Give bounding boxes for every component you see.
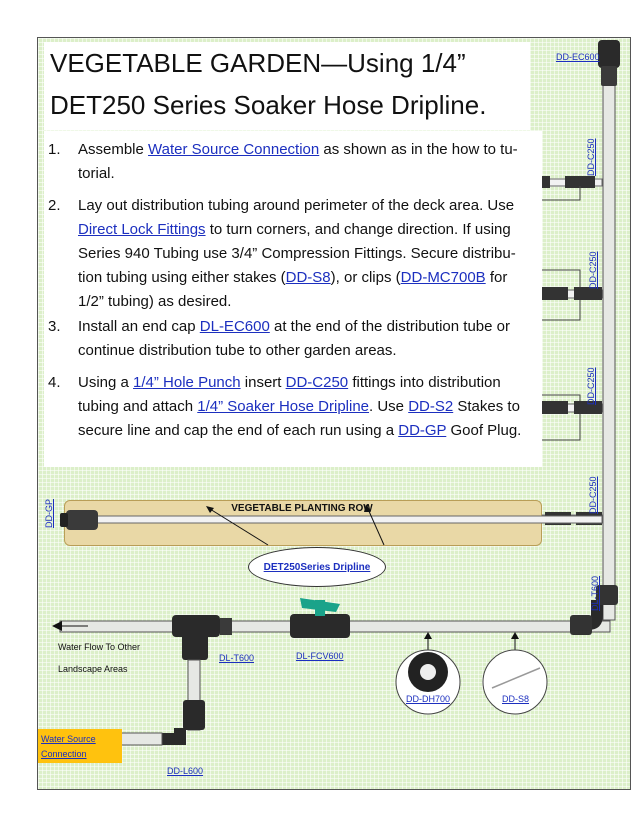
step-text-fragment: for 1/2” tubing) as desired. bbox=[78, 269, 508, 310]
step-link[interactable]: DD-S8 bbox=[285, 269, 331, 286]
label-dd-ec600[interactable]: DD-EC600 bbox=[556, 52, 600, 62]
step-text-fragment: as shown as in the how to tu-torial. bbox=[78, 141, 518, 182]
step-text-fragment: ), or clips ( bbox=[330, 269, 401, 286]
step-link[interactable]: DD-S2 bbox=[408, 398, 454, 415]
step-text: Using a 1/4” Hole Punch insert DD-C250 f… bbox=[78, 371, 534, 443]
step-link[interactable]: DD-MC700B bbox=[400, 269, 486, 286]
title-line-1: VEGETABLE GARDEN—Using 1/4” bbox=[50, 48, 466, 78]
step-text-fragment: Lay out distribution tubing around perim… bbox=[78, 197, 515, 214]
label-dd-gp[interactable]: DD-GP bbox=[44, 499, 54, 528]
step-link[interactable]: Direct Lock Fittings bbox=[78, 221, 206, 238]
label-dl-t600-bottom[interactable]: DL-T600 bbox=[219, 653, 255, 663]
step-link[interactable]: DL-EC600 bbox=[199, 318, 270, 335]
label-dl-t600-right[interactable]: DL-T600 bbox=[590, 575, 600, 611]
label-dd-c250-3[interactable]: DD-C250 bbox=[586, 367, 596, 405]
step-link[interactable]: DD-C250 bbox=[285, 374, 349, 391]
c250-fitting-icon bbox=[540, 287, 568, 300]
step-text-fragment: Assemble bbox=[78, 141, 149, 158]
step-text: Lay out distribution tubing around perim… bbox=[78, 194, 534, 314]
step-text: Assemble Water Source Connection as show… bbox=[78, 138, 534, 186]
c250-fitting-icon bbox=[540, 401, 568, 414]
water-source-box[interactable] bbox=[38, 729, 122, 763]
step-text-fragment: . Use bbox=[369, 398, 409, 415]
end-cap-fitting-icon bbox=[598, 40, 620, 86]
step-text-fragment: Using a bbox=[78, 374, 134, 391]
label-dd-c250-2[interactable]: DD-C250 bbox=[588, 251, 598, 289]
step-number: 1. bbox=[48, 141, 61, 158]
title-line-2: DET250 Series Soaker Hose Dripline. bbox=[50, 90, 487, 120]
title-box bbox=[44, 42, 530, 130]
label-dd-l600[interactable]: DD-L600 bbox=[167, 766, 204, 776]
vertical-distribution-tube bbox=[602, 84, 616, 621]
water-source-line-1[interactable]: Water Source bbox=[41, 734, 96, 744]
step-text-fragment: insert bbox=[240, 374, 286, 391]
step-link[interactable]: 1/4” Soaker Hose Dripline bbox=[197, 398, 370, 415]
step-number: 3. bbox=[48, 318, 61, 335]
step-number: 4. bbox=[48, 374, 61, 391]
water-flow-line-2: Landscape Areas bbox=[58, 664, 128, 674]
step-text-fragment: to turn corners, and change direction. I… bbox=[78, 221, 516, 286]
step-number: 2. bbox=[48, 197, 61, 214]
step-link[interactable]: Water Source Connection bbox=[148, 141, 320, 158]
c250-fitting-icon bbox=[545, 512, 571, 525]
dripline-oval-link[interactable]: DET250Series Dripline bbox=[248, 547, 386, 587]
water-source-line-2[interactable]: Connection bbox=[41, 749, 87, 759]
step-text-fragment: Goof Plug. bbox=[446, 422, 522, 439]
label-dd-c250-4[interactable]: DD-C250 bbox=[588, 476, 598, 514]
step-text: Install an end cap DL-EC600 at the end o… bbox=[78, 315, 534, 363]
label-dd-s8[interactable]: DD-S8 bbox=[502, 694, 530, 704]
label-dl-fcv600[interactable]: DL-FCV600 bbox=[296, 651, 344, 661]
planting-row-label: VEGETABLE PLANTING ROW bbox=[231, 503, 373, 514]
step-text-fragment: fittings into distribution tubing and at… bbox=[78, 374, 501, 415]
step-link[interactable]: 1/4” Hole Punch bbox=[133, 374, 241, 391]
water-flow-line-1: Water Flow To Other bbox=[58, 642, 141, 652]
label-dd-dh700[interactable]: DD-DH700 bbox=[406, 694, 451, 704]
step-link[interactable]: DD-GP bbox=[398, 422, 447, 439]
step-text-fragment: Stakes to secure line and cap the end of… bbox=[78, 398, 520, 439]
step-text-fragment: Install an end cap bbox=[78, 318, 200, 335]
step-text-fragment: at the end of the distribution tube or c… bbox=[78, 318, 510, 359]
instruction-steps: 1. Assemble Water Source Connection as sh… bbox=[44, 131, 542, 467]
water-source-link[interactable]: Water Source Connection bbox=[41, 732, 96, 762]
label-dd-c250-1[interactable]: DD-C250 bbox=[586, 138, 596, 176]
